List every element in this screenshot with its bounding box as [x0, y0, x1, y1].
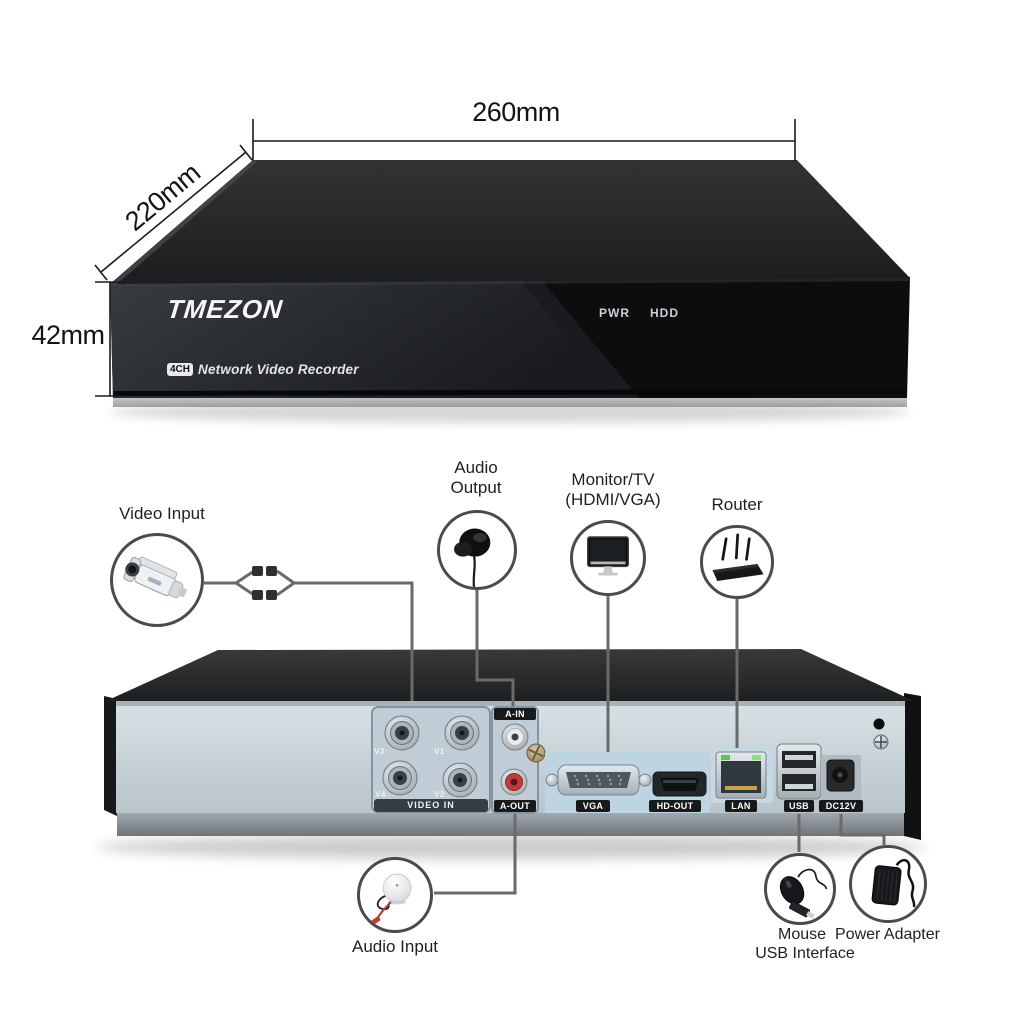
- audio-output-callout: [437, 510, 517, 590]
- audio-in-label: A-IN: [494, 708, 536, 720]
- height-dimension-label: 42mm: [31, 320, 105, 350]
- monitor-icon: [587, 536, 629, 576]
- bnc-v4: [382, 760, 418, 796]
- channel-v1-label: V1: [434, 747, 445, 756]
- bnc-v3: [384, 715, 420, 751]
- video-input-callout: [110, 533, 204, 627]
- dimension-lines: [94, 119, 796, 397]
- audio-output-label: Audio Output: [421, 458, 531, 498]
- width-dimension-label: 260mm: [472, 97, 560, 127]
- power-adapter-icon: [871, 858, 916, 908]
- power-adapter-callout: [849, 845, 927, 923]
- microphone-icon: [367, 873, 412, 928]
- rca-audio-out: [500, 768, 528, 796]
- mouse-callout: [764, 853, 836, 925]
- hd-out-label: HD-OUT: [649, 800, 701, 812]
- dc-jack: [826, 759, 855, 792]
- router-callout: [700, 525, 774, 599]
- usb-label: USB: [784, 800, 814, 812]
- vent-hole: [873, 718, 885, 730]
- channel-v2-label: V2: [434, 790, 445, 799]
- product-name: Network Video Recorder: [198, 362, 359, 377]
- mouse-label: Mouse: [777, 926, 827, 943]
- router-label: Router: [711, 495, 763, 514]
- bnc-v2: [442, 762, 478, 798]
- mouse-icon: [779, 868, 828, 919]
- case-screw: [873, 734, 889, 750]
- pwr-led-label: PWR: [599, 306, 630, 320]
- camera-icon: [123, 556, 187, 599]
- audio-out-label: A-OUT: [494, 800, 536, 812]
- video-splitter-icon: [252, 566, 277, 600]
- channel-v3-label: V3: [374, 747, 385, 756]
- monitor-line2: (HDMI/VGA): [565, 490, 661, 509]
- hdmi-port: [652, 771, 707, 797]
- dc12v-label: DC12V: [819, 800, 863, 812]
- router-icon: [712, 533, 764, 582]
- audio-input-callout: [357, 857, 433, 933]
- hdd-led-label: HDD: [650, 306, 679, 320]
- audio-input-label: Audio Input: [351, 937, 438, 956]
- bnc-v1: [444, 715, 480, 751]
- usb-interface-label: USB Interface: [755, 945, 855, 962]
- rca-audio-in: [501, 723, 529, 751]
- monitor-callout: [570, 520, 646, 596]
- lan-port: [715, 751, 767, 799]
- vga-label: VGA: [576, 800, 610, 812]
- lan-label: LAN: [725, 800, 757, 812]
- earphone-icon: [454, 528, 491, 587]
- video-in-label: VIDEO IN: [374, 799, 488, 812]
- channel-badge: 4CH: [167, 363, 194, 376]
- vga-port: [545, 764, 652, 796]
- panel-screw: [526, 743, 546, 763]
- connector-lines: [204, 569, 886, 895]
- video-input-label: Video Input: [119, 504, 205, 523]
- usb-ports: [776, 743, 822, 800]
- audio-output-line1: Audio: [454, 458, 498, 477]
- monitor-label: Monitor/TV (HDMI/VGA): [538, 470, 688, 510]
- monitor-line1: Monitor/TV: [571, 470, 655, 489]
- channel-v4-label: V4: [375, 790, 386, 799]
- power-adapter-label: Power Adapter: [835, 926, 940, 943]
- product-name-row: 4CH Network Video Recorder: [167, 362, 359, 377]
- audio-output-line2: Output: [450, 478, 502, 497]
